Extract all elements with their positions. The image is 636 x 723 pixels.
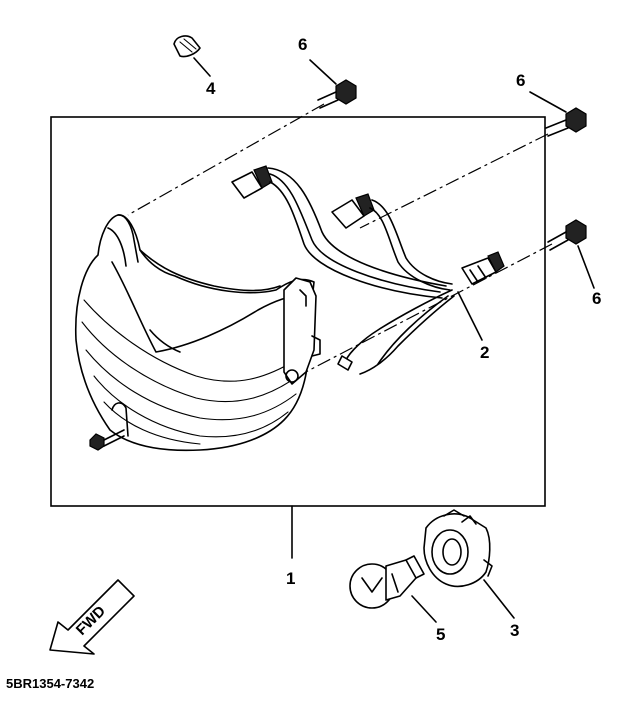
headlight-housing xyxy=(74,214,321,452)
callout-part-1: 1 xyxy=(286,569,295,588)
bolt-6-right-top xyxy=(529,91,587,137)
callout-part-5: 5 xyxy=(436,625,445,644)
assembly-frame xyxy=(50,116,546,507)
small-bulb-part-4 xyxy=(173,35,211,77)
callout-part-4: 4 xyxy=(206,79,216,98)
callout-part-2: 2 xyxy=(480,343,489,362)
diagram-code: 5BR1354-7342 xyxy=(6,676,94,691)
wiring-harness xyxy=(231,165,505,375)
leader-2 xyxy=(457,291,483,341)
bolt-6-right-bottom xyxy=(547,219,595,289)
headlight-bulb-part-5 xyxy=(349,555,437,623)
bulb-socket-part-3 xyxy=(423,509,515,619)
callout-part-6-right-bottom: 6 xyxy=(592,289,601,308)
callout-part-6-right-top: 6 xyxy=(516,71,525,90)
bolt-6-top xyxy=(309,59,357,109)
callout-part-6-top: 6 xyxy=(298,35,307,54)
forward-direction-arrow: FWD xyxy=(49,579,135,655)
callout-part-3: 3 xyxy=(510,621,519,640)
assembly-lines xyxy=(127,103,553,376)
